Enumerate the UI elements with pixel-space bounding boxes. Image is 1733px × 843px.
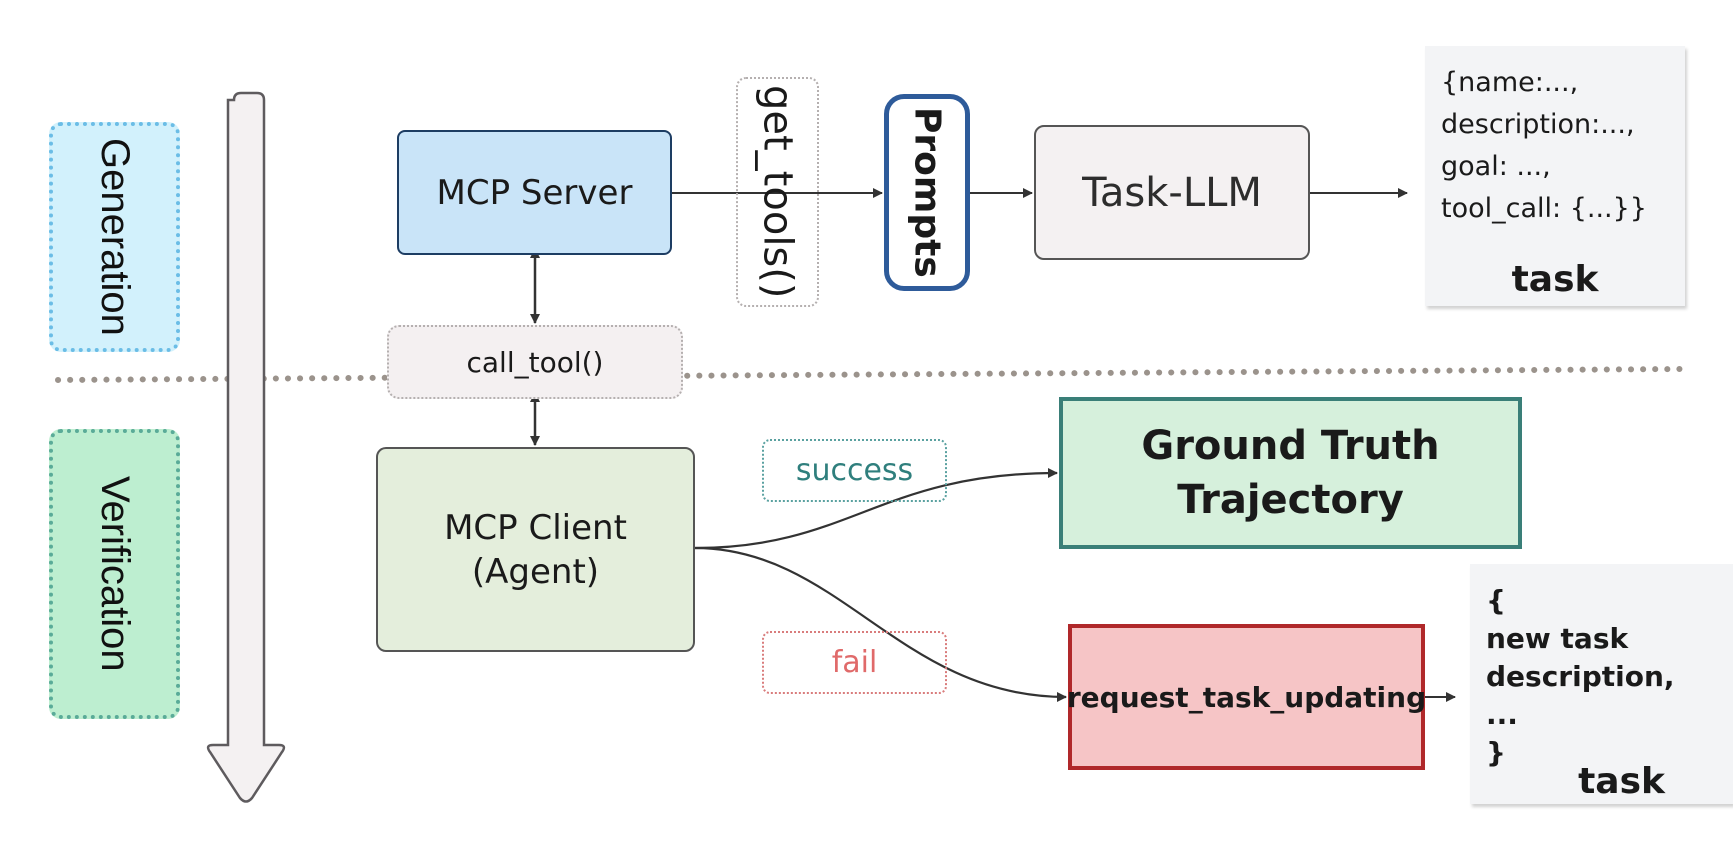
ground-truth-label-line2: Trajectory bbox=[1177, 477, 1404, 523]
task-llm-label: Task-LLM bbox=[1082, 169, 1262, 216]
timeline-arrow bbox=[206, 91, 286, 803]
get-tools-node: get_tools() bbox=[736, 77, 819, 307]
task-card-generation: {name:..., description:..., goal: ..., t… bbox=[1425, 46, 1685, 306]
ground-truth-label-line1: Ground Truth bbox=[1141, 423, 1440, 469]
request-task-updating-node: request_task_updating bbox=[1066, 624, 1427, 770]
phase-generation: Generation bbox=[49, 122, 180, 352]
task-llm-node: Task-LLM bbox=[1034, 125, 1310, 260]
task-field-line: description:..., bbox=[1441, 109, 1635, 140]
task-field-line: { bbox=[1486, 584, 1506, 617]
task-field-line: goal: ..., bbox=[1441, 151, 1551, 182]
phase-verification-label: Verification bbox=[93, 476, 137, 672]
task-field-line: {name:..., bbox=[1441, 67, 1579, 98]
mcp-client-sublabel: (Agent) bbox=[471, 551, 600, 592]
arrow-fail bbox=[694, 546, 1067, 702]
arrow-success bbox=[694, 468, 1058, 550]
prompts-label: Prompts bbox=[906, 107, 948, 278]
fail-label: fail bbox=[831, 645, 878, 680]
task-field-line: } bbox=[1486, 736, 1506, 769]
task-field-line: description, bbox=[1486, 660, 1675, 693]
mcp-client-node: MCP Client (Agent) bbox=[376, 447, 695, 652]
task-field-line: new task bbox=[1486, 622, 1629, 655]
success-label: success bbox=[795, 453, 914, 488]
prompts-node: Prompts bbox=[884, 94, 970, 291]
task-card-update: { new task description, ... } task bbox=[1470, 564, 1733, 804]
fail-edge-label: fail bbox=[762, 631, 947, 694]
task-field-line: tool_call: {...}} bbox=[1441, 193, 1647, 224]
phase-divider bbox=[55, 366, 1683, 383]
phase-generation-label: Generation bbox=[93, 138, 137, 336]
get-tools-label: get_tools() bbox=[754, 85, 801, 299]
success-edge-label: success bbox=[762, 439, 947, 502]
mcp-client-label: MCP Client bbox=[444, 507, 627, 548]
ground-truth-node: Ground Truth Trajectory bbox=[1059, 397, 1522, 549]
call-tool-label: call_tool() bbox=[466, 345, 604, 379]
task-field-line: ... bbox=[1486, 698, 1518, 731]
mcp-server-label: MCP Server bbox=[436, 172, 633, 213]
task-card-title: task bbox=[1578, 761, 1665, 802]
task-card-title: task bbox=[1511, 259, 1599, 300]
request-task-updating-label: request_task_updating bbox=[1066, 680, 1427, 714]
mcp-server-node: MCP Server bbox=[397, 130, 672, 255]
phase-verification: Verification bbox=[49, 429, 180, 719]
call-tool-node: call_tool() bbox=[387, 325, 683, 399]
